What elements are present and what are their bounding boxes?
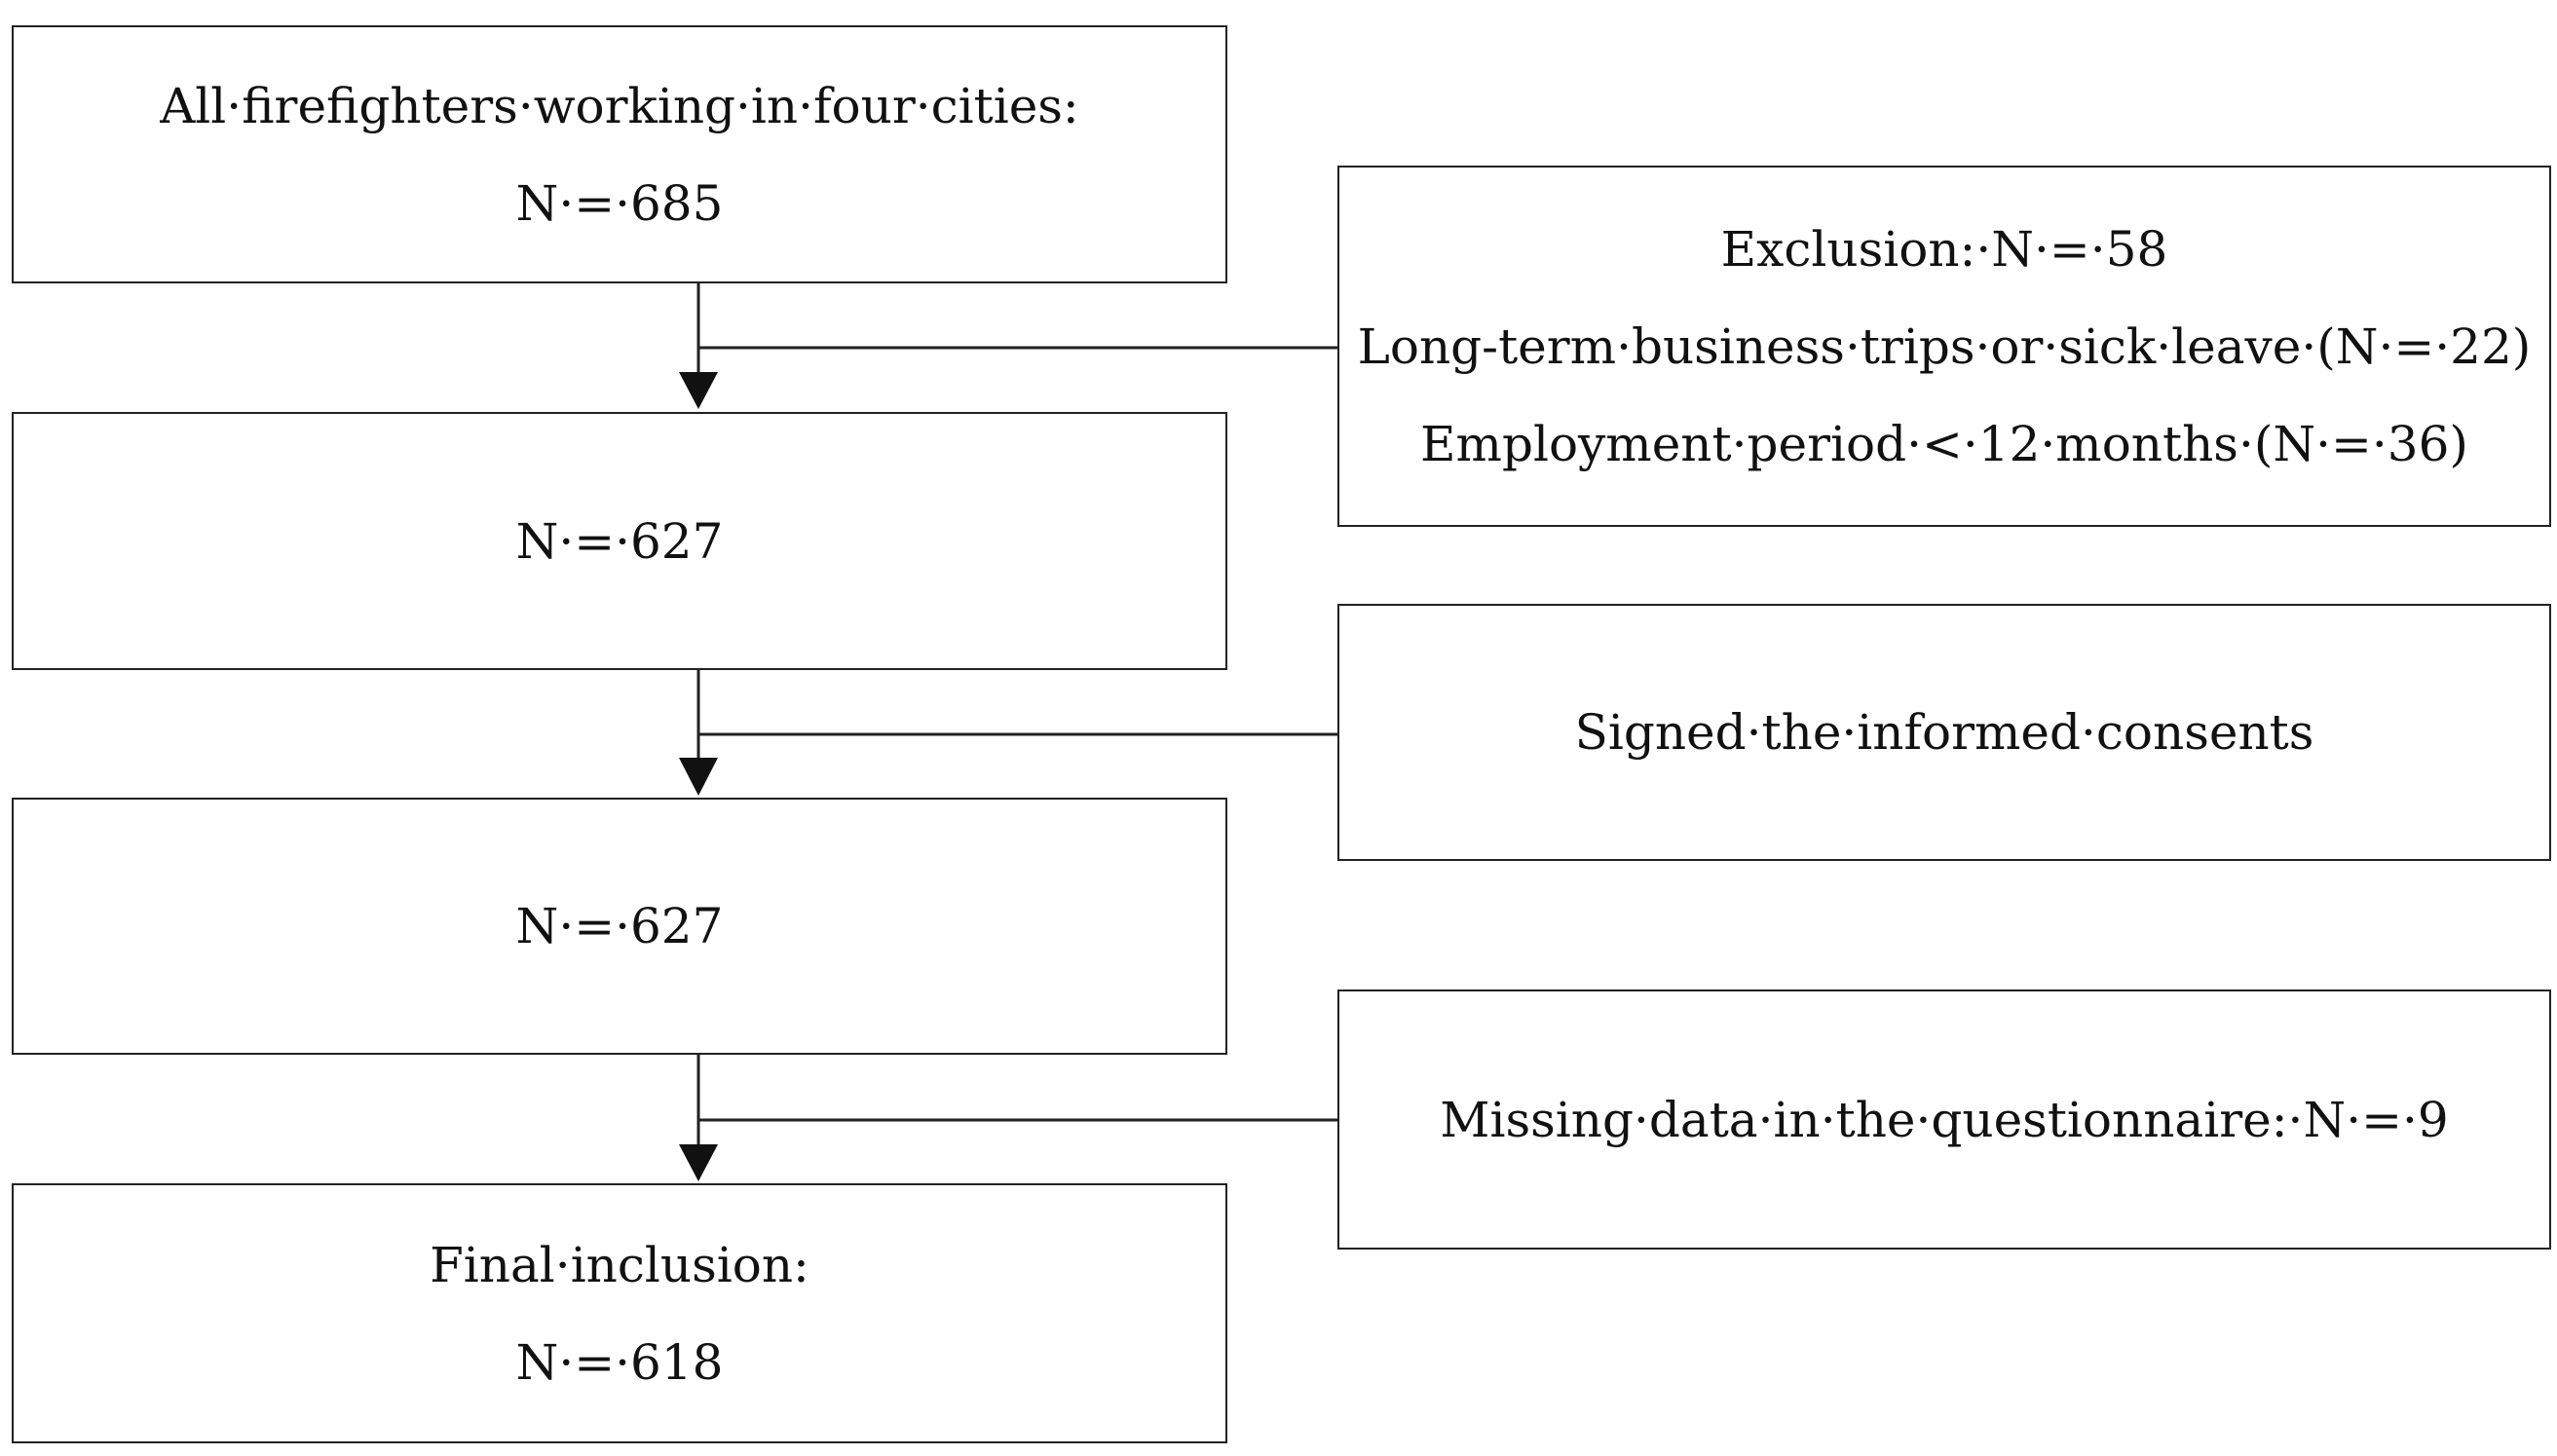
side-box-missing-data-text: Missing·data·in·the·questionnaire:·N·=·9 <box>1440 1091 2449 1148</box>
flow-box-final-inclusion: Final·inclusion: N·=·618 <box>12 1183 1227 1443</box>
flow-box-after-exclusion-count: N·=·627 <box>515 512 724 570</box>
side-box-exclusion: Exclusion:·N·=·58 Long-term·business·tri… <box>1337 166 2551 527</box>
arrowhead-step2 <box>679 372 718 409</box>
arrowhead-step4 <box>679 1144 718 1181</box>
side-box-exclusion-title: Exclusion:·N·=·58 <box>1720 220 2168 278</box>
flow-box-after-exclusion: N·=·627 <box>12 412 1227 670</box>
flow-box-after-consent-count: N·=·627 <box>515 898 724 954</box>
flow-box-all-firefighters: All·firefighters·working·in·four·cities:… <box>12 25 1227 283</box>
flow-box-all-firefighters-title: All·firefighters·working·in·four·cities: <box>160 77 1079 134</box>
flow-box-after-consent: N·=·627 <box>12 798 1227 1055</box>
side-box-exclusion-reason-employment: Employment·period·<·12·months·(N·=·36) <box>1420 415 2468 472</box>
flow-box-all-firefighters-count: N·=·685 <box>515 174 724 232</box>
flow-box-final-inclusion-title: Final·inclusion: <box>430 1236 809 1293</box>
side-box-missing-data: Missing·data·in·the·questionnaire:·N·=·9 <box>1337 989 2551 1250</box>
arrowhead-step3 <box>679 758 718 796</box>
flow-box-final-inclusion-count: N·=·618 <box>515 1333 724 1391</box>
side-box-exclusion-reason-trips: Long-term·business·trips·or·sick·leave·(… <box>1357 317 2532 375</box>
side-box-consent: Signed·the·informed·consents <box>1337 604 2551 861</box>
side-box-consent-text: Signed·the·informed·consents <box>1574 704 2314 761</box>
